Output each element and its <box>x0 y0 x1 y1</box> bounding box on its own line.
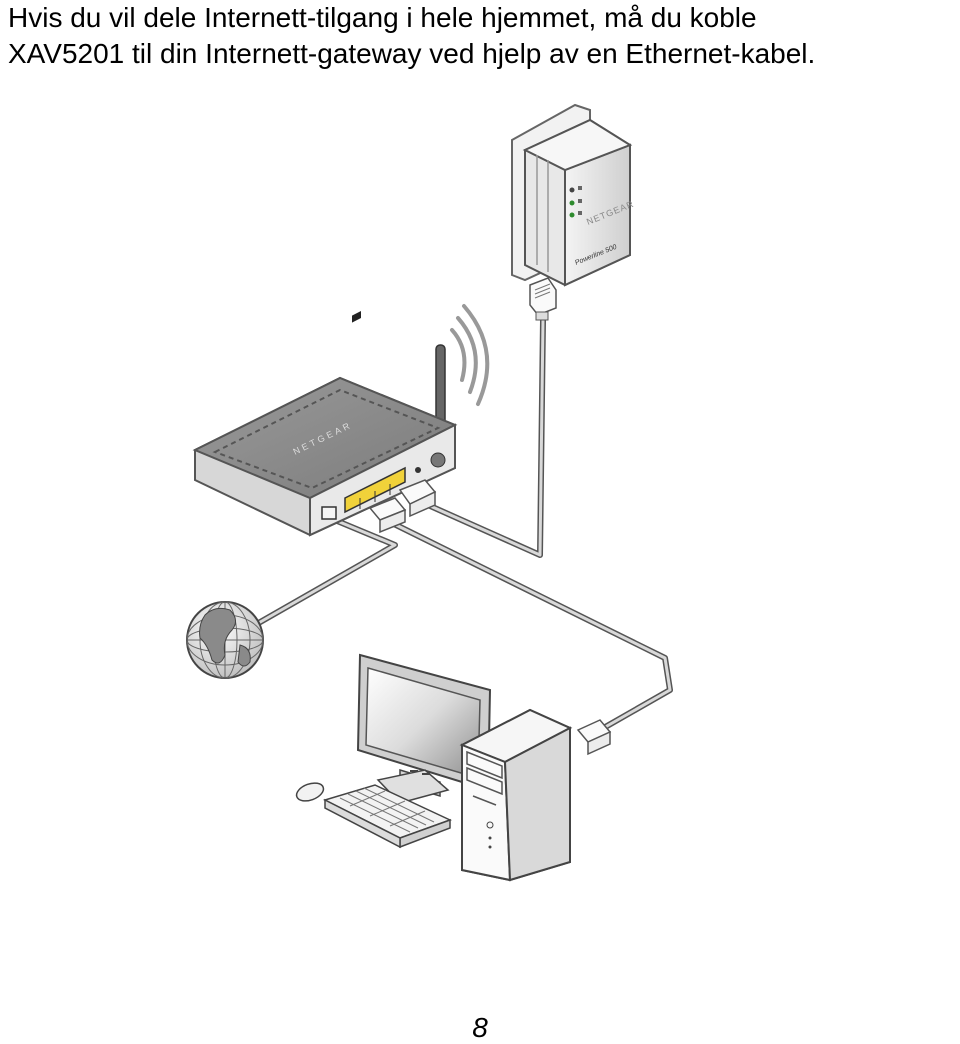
monitor-buttons <box>410 770 430 775</box>
globe-icon <box>186 601 264 679</box>
pc-tower <box>459 708 573 882</box>
monitor <box>356 653 492 804</box>
intro-text: Hvis du vil dele Internett-tilgang i hel… <box>8 0 958 72</box>
adapter-status-leds <box>569 186 582 218</box>
page-number: 8 <box>472 1012 488 1043</box>
mouse <box>295 782 325 802</box>
intro-line-2: XAV5201 til din Internett-gateway ved hj… <box>8 38 816 69</box>
powerline-adapter: NETGEAR Powerline 500 <box>511 103 636 321</box>
ethernet-cables <box>252 317 673 733</box>
pc-ethernet-plug <box>576 719 612 756</box>
router-power-button <box>415 467 421 473</box>
router-lan-ports <box>344 311 406 514</box>
router-ethernet-plugs <box>368 479 437 534</box>
pc-power-button <box>486 821 494 829</box>
keyboard <box>322 784 452 849</box>
wifi-signal-icon <box>450 304 490 406</box>
router-antenna-base <box>430 452 446 468</box>
router: NETGEAR <box>192 304 490 537</box>
intro-line-1: Hvis du vil dele Internett-tilgang i hel… <box>8 2 757 33</box>
drive-bays <box>466 750 503 806</box>
adapter-ethernet-plug <box>529 277 557 321</box>
router-wan-port <box>321 506 337 520</box>
desktop-computer <box>295 653 612 882</box>
